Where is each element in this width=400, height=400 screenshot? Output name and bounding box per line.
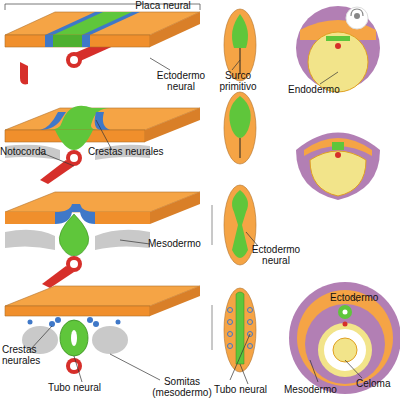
part-label: Crestas neurales (2, 344, 52, 366)
embryo-top-views (212, 9, 256, 372)
part-label: Ectodermo neural (248, 244, 304, 266)
part-label: Notocorda (0, 146, 58, 157)
part-label: Tubo neural (48, 382, 110, 393)
part-label: Mesodermo (284, 384, 344, 395)
part-label: Crestas neurales (88, 146, 178, 157)
part-label: Surco primitivo (212, 70, 264, 92)
embryo-cross-sections (289, 6, 400, 394)
part-label: Celoma (356, 378, 400, 389)
part-label: Ectodermo (330, 292, 390, 303)
part-label: Somitas (mesodermo) (150, 376, 214, 398)
part-label: Tubo neural (214, 384, 272, 395)
neural-groove-block (5, 106, 200, 184)
leader-lines (30, 58, 362, 384)
part-label: Endodermo (288, 84, 348, 95)
podcast-icon (346, 7, 368, 29)
part-label: Ectodermo neural (152, 70, 210, 92)
part-label: Placa neural (128, 0, 198, 11)
part-label: Mesodermo (148, 238, 208, 249)
